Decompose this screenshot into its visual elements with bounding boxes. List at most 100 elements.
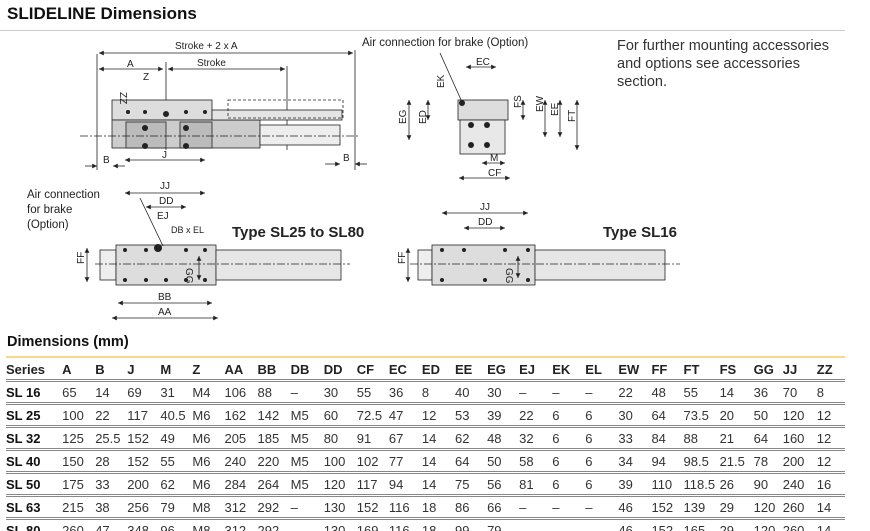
value-cell: 312 — [224, 523, 247, 531]
air-connection-line-1: Air connection — [27, 189, 100, 201]
value-cell: 117 — [127, 408, 148, 423]
series-cell: SL 80 — [6, 523, 41, 531]
value-cell: M5 — [290, 431, 309, 446]
value-cell: 12 — [816, 454, 832, 469]
value-cell: 6 — [552, 454, 560, 469]
value-cell: 12 — [421, 408, 437, 423]
value-cell: 165 — [683, 523, 706, 531]
value-cell: 91 — [356, 431, 372, 446]
value-cell: 6 — [585, 477, 593, 492]
dim-cf: CF — [488, 168, 501, 179]
column-header: B — [95, 361, 105, 377]
dim-b-right: B — [343, 153, 350, 164]
value-cell: 98.5 — [683, 454, 709, 469]
value-cell: 14 — [95, 385, 110, 400]
value-cell: 22 — [95, 408, 110, 423]
value-cell: 110 — [651, 477, 673, 492]
dim-ec: EC — [476, 57, 490, 68]
value-cell: 39 — [487, 408, 502, 423]
value-cell: 36 — [388, 385, 404, 400]
value-cell: 116 — [388, 500, 410, 515]
dim-eg: EG — [398, 109, 409, 124]
value-cell: M8 — [192, 500, 211, 515]
value-cell: 348 — [127, 523, 149, 531]
value-cell: 125 — [62, 431, 84, 446]
value-cell: 84 — [651, 431, 666, 446]
value-cell: 53 — [455, 408, 470, 423]
column-header: DB — [290, 361, 310, 377]
value-cell: 94 — [651, 454, 666, 469]
dim-zz: ZZ — [117, 92, 128, 104]
value-cell: 21.5 — [719, 454, 745, 469]
value-cell: 264 — [257, 477, 280, 492]
dim-jj-sl16: JJ — [480, 202, 490, 213]
value-cell: 185 — [257, 431, 280, 446]
value-cell: 240 — [782, 477, 805, 492]
series-cell: SL 63 — [6, 500, 41, 515]
column-header: EJ — [519, 361, 536, 377]
value-cell: 31 — [160, 385, 175, 400]
value-cell: 75 — [455, 477, 470, 492]
value-cell: 20 — [719, 408, 735, 423]
value-cell: 64 — [651, 408, 666, 423]
value-cell: 14 — [816, 500, 832, 515]
value-cell: 34 — [618, 454, 633, 469]
column-header: A — [62, 361, 72, 377]
value-cell: 69 — [127, 385, 142, 400]
table-caption: Dimensions (mm) — [7, 334, 129, 350]
value-cell: 33 — [95, 477, 110, 492]
value-cell: 64 — [753, 431, 769, 446]
dim-b-left: B — [103, 155, 110, 166]
value-cell: 260 — [62, 523, 84, 531]
value-cell: 175 — [62, 477, 84, 492]
column-header: FS — [719, 361, 737, 377]
accessories-note: For further mounting accessories and opt… — [617, 38, 829, 90]
value-cell: – — [585, 500, 593, 515]
value-cell: – — [519, 500, 527, 515]
value-cell: 152 — [127, 431, 149, 446]
value-cell: 14 — [421, 431, 437, 446]
dim-gg-sl16: GG — [503, 268, 514, 284]
value-cell: – — [552, 385, 560, 400]
dim-aa: AA — [158, 307, 172, 318]
value-cell: M6 — [192, 431, 211, 446]
value-cell: 117 — [356, 477, 378, 492]
value-cell: 120 — [782, 408, 805, 423]
value-cell: 215 — [62, 500, 84, 515]
value-cell: 46 — [618, 523, 633, 531]
value-cell: 30 — [323, 385, 339, 400]
value-cell: 14 — [421, 454, 437, 469]
value-cell: M5 — [290, 408, 309, 423]
value-cell: M4 — [192, 385, 211, 400]
value-cell: 47 — [95, 523, 110, 531]
value-cell: 6 — [585, 431, 593, 446]
type-sl25-heading: Type SL25 to SL80 — [232, 224, 364, 241]
value-cell: 48 — [651, 385, 666, 400]
series-cell: SL 25 — [6, 408, 41, 423]
dim-m: M — [490, 153, 498, 164]
air-connection-line-3: (Option) — [27, 219, 69, 231]
dim-ee: EE — [550, 102, 561, 116]
value-cell: 72.5 — [356, 408, 383, 423]
column-header: EW — [618, 361, 640, 377]
dim-jj: JJ — [160, 181, 170, 192]
value-cell: 88 — [257, 385, 273, 400]
dim-stroke-2a: Stroke + 2 x A — [175, 41, 238, 52]
value-cell: 65 — [62, 385, 77, 400]
column-header: AA — [224, 361, 244, 377]
side-view-drawing — [80, 50, 367, 170]
dim-z: Z — [143, 72, 149, 83]
value-cell: 152 — [651, 523, 674, 531]
value-cell: – — [290, 385, 298, 400]
value-cell: 18 — [421, 500, 437, 515]
value-cell: 81 — [519, 477, 534, 492]
value-cell: M5 — [290, 454, 309, 469]
value-cell: 292 — [257, 500, 280, 515]
